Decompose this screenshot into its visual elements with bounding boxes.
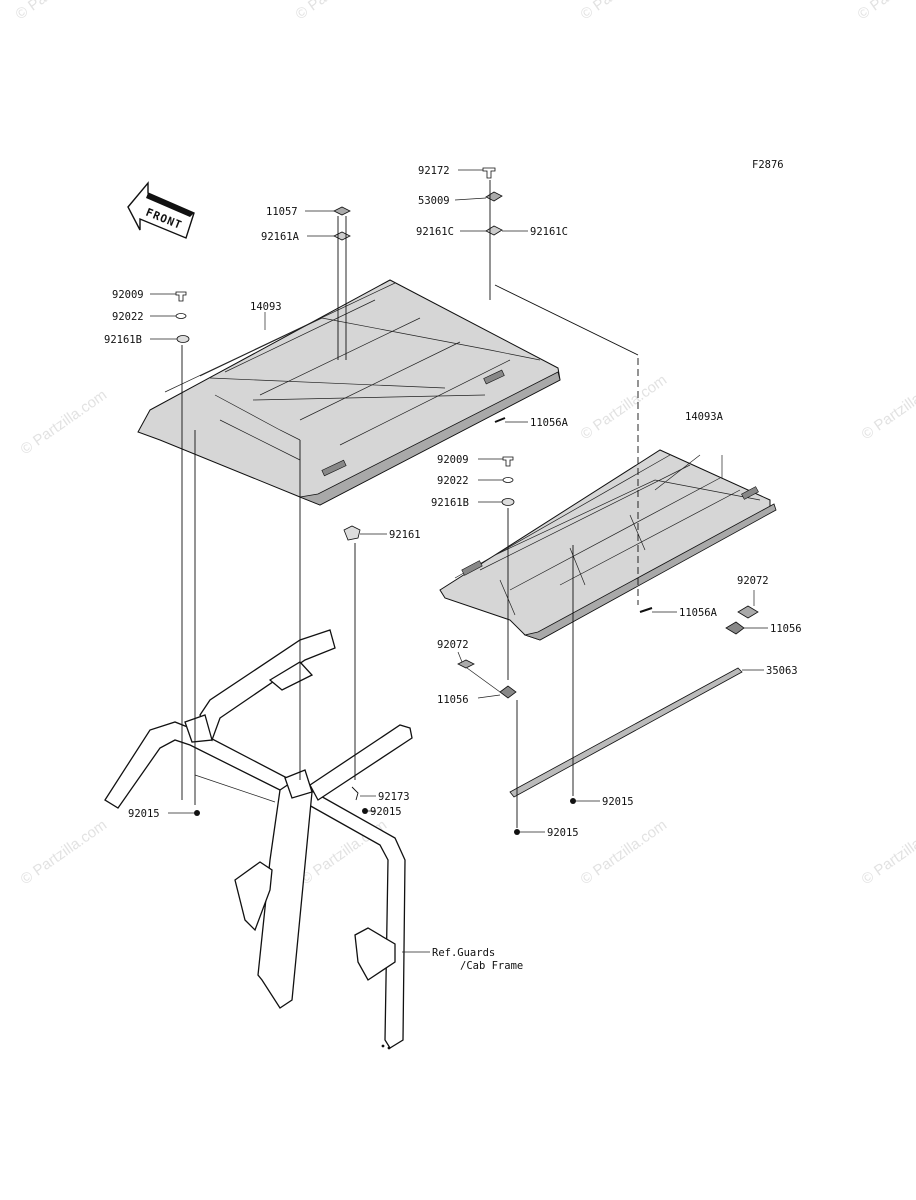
- figure-code: F2876: [752, 159, 784, 171]
- cab-frame: [104, 629, 413, 1050]
- label-92022-mid: 92022: [437, 475, 469, 487]
- label-53009: 53009: [418, 195, 450, 207]
- clip-92161A-icon: [333, 231, 351, 241]
- label-35063: 35063: [766, 665, 798, 677]
- watermark-text: © Partzilla.com: [293, 0, 386, 23]
- clip-92161C-icon: [485, 225, 503, 236]
- label-11056-right: 11056: [770, 623, 802, 635]
- front-arrow-icon: FRONT: [127, 181, 195, 239]
- watermark-text: © Partzilla.com: [578, 371, 671, 443]
- bracket-11057-icon: [333, 206, 351, 216]
- bolt-92009-icon: [175, 291, 187, 302]
- nut-92015-icon: [514, 829, 520, 835]
- seal-strip-35063-icon: [509, 667, 743, 798]
- label-92009-top: 92009: [112, 289, 144, 301]
- label-11056A-top: 11056A: [530, 417, 569, 429]
- bracket-11056-left-icon: [499, 685, 517, 699]
- watermark-text: © Partzilla.com: [578, 0, 671, 23]
- callout-labels: 92172 53009 92161C 92161C 11057 92161A 9…: [104, 165, 802, 972]
- nut-92015-icon: [570, 798, 576, 804]
- label-92072-left: 92072: [437, 639, 469, 651]
- label-11056A-low: 11056A: [679, 607, 718, 619]
- watermark-text: © Partzilla.com: [18, 816, 111, 888]
- label-92161: 92161: [389, 529, 421, 541]
- clip-92072-right-icon: [737, 605, 759, 619]
- bracket-11056-right-icon: [725, 621, 745, 635]
- label-92173: 92173: [378, 791, 410, 803]
- label-92015-bottom: 92015: [547, 827, 579, 839]
- clip-92072-left-icon: [457, 659, 475, 669]
- bolt-92009-mid-icon: [502, 456, 514, 467]
- screw-92172-icon: [482, 167, 496, 179]
- washer-92161B-icon: [176, 335, 190, 343]
- washer-92022-mid-icon: [502, 477, 514, 483]
- roof-panel-front: [137, 279, 561, 506]
- clamp-92173-icon: [351, 786, 359, 801]
- ref-note-line2: /Cab Frame: [460, 960, 523, 972]
- callout-leaders: [150, 169, 768, 953]
- roof-panel-rear: [439, 449, 777, 641]
- label-92172: 92172: [418, 165, 450, 177]
- label-14093A: 14093A: [685, 411, 724, 423]
- clip-53009-icon: [485, 191, 503, 202]
- label-92161B-top: 92161B: [104, 334, 142, 346]
- watermark-text: © Partzilla.com: [578, 816, 671, 888]
- watermark-text: © Partzilla.com: [859, 816, 916, 888]
- label-14093: 14093: [250, 301, 282, 313]
- nut-92015-icon: [362, 808, 368, 814]
- watermark-text: © Partzilla.com: [855, 0, 916, 23]
- washer-92161B-mid-icon: [501, 498, 515, 506]
- label-92022-top: 92022: [112, 311, 144, 323]
- watermark-text: © Partzilla.com: [859, 371, 916, 443]
- watermark-text: © Partzilla.com: [18, 386, 111, 458]
- label-11057: 11057: [266, 206, 298, 218]
- assembly-lines: [181, 180, 723, 828]
- label-92072-right: 92072: [737, 575, 769, 587]
- label-92161C-left: 92161C: [416, 226, 454, 238]
- label-92015-mid: 92015: [370, 806, 402, 818]
- label-92015-left: 92015: [128, 808, 160, 820]
- pad-92161-icon: [343, 525, 361, 541]
- label-92161A: 92161A: [261, 231, 300, 243]
- label-92015-right: 92015: [602, 796, 634, 808]
- nut-92015-icon: [194, 810, 200, 816]
- label-92161C-right: 92161C: [530, 226, 568, 238]
- label-92009-mid: 92009: [437, 454, 469, 466]
- ref-note-line1: Ref.Guards: [432, 947, 495, 959]
- watermark-text: © Partzilla.com: [13, 0, 106, 23]
- label-11056-left: 11056: [437, 694, 469, 706]
- label-92161B-mid: 92161B: [431, 497, 469, 509]
- washer-92022-icon: [175, 313, 187, 319]
